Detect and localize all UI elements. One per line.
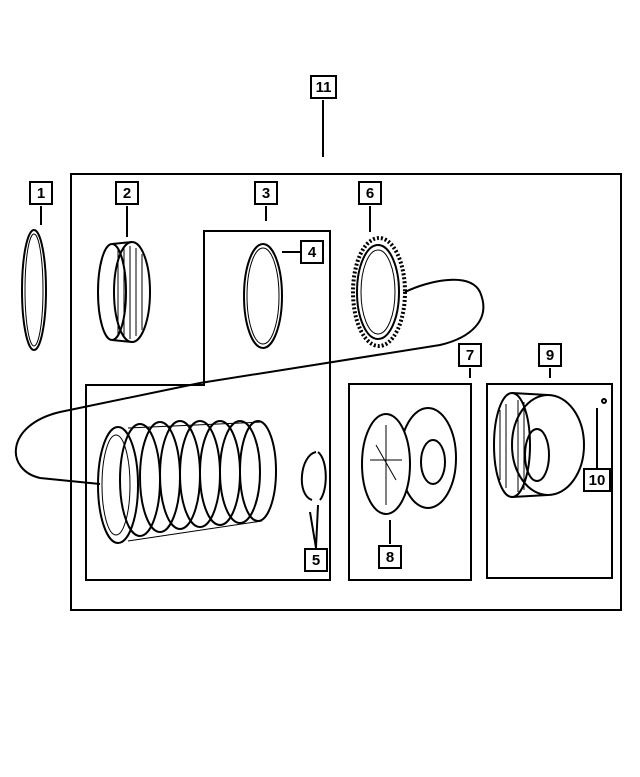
callout-6: 6 (358, 181, 382, 205)
callout-8: 8 (378, 545, 402, 569)
svg-text:8: 8 (386, 549, 394, 566)
callout-7: 7 (458, 343, 482, 367)
svg-text:4: 4 (308, 244, 317, 261)
callout-5: 5 (304, 548, 328, 572)
connector-6-loop (14, 278, 485, 485)
callout-10: 10 (583, 468, 611, 492)
clutch-discs-part (97, 420, 277, 544)
svg-text:3: 3 (262, 185, 270, 202)
callout-3: 3 (254, 181, 278, 205)
drum-part (493, 392, 607, 498)
hub-part (97, 241, 151, 343)
small-snap-ring-part (300, 451, 327, 501)
svg-text:7: 7 (466, 347, 474, 364)
svg-text:2: 2 (123, 185, 131, 202)
piston-group-box (348, 383, 472, 581)
callout-9: 9 (538, 343, 562, 367)
drum-group-box (486, 383, 613, 579)
callout-4: 4 (300, 240, 324, 264)
svg-text:10: 10 (589, 472, 606, 489)
snap-ring-part (21, 229, 47, 351)
callout-1: 1 (29, 181, 53, 205)
clutch-pack-box (85, 230, 331, 581)
svg-text:1: 1 (37, 185, 45, 202)
leader-5 (309, 504, 319, 549)
svg-text:5: 5 (312, 552, 320, 569)
seal-ring-part (243, 243, 283, 349)
callout-11: 11 (310, 75, 337, 99)
svg-text:11: 11 (316, 79, 332, 96)
svg-text:9: 9 (546, 347, 554, 364)
assembly-outline-box (70, 173, 622, 611)
svg-text:6: 6 (366, 185, 374, 202)
callout-2: 2 (115, 181, 139, 205)
piston-part (361, 407, 457, 515)
toothed-plate-part (351, 236, 407, 348)
